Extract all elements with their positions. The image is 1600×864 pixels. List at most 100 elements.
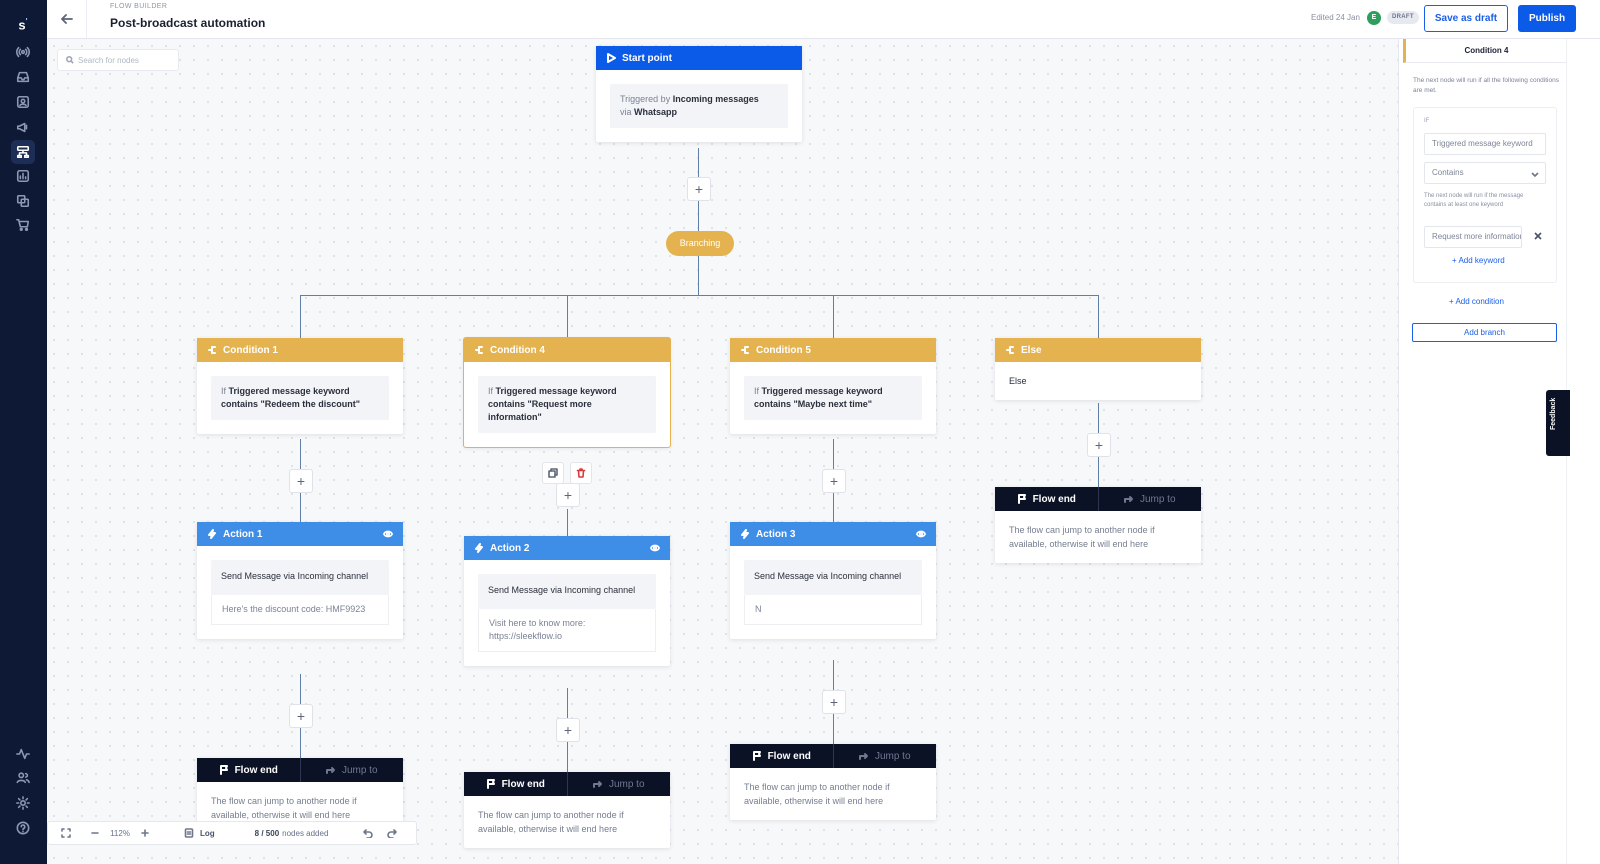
add-node-button[interactable]: + bbox=[687, 177, 711, 201]
action-title: Action 3 bbox=[756, 528, 796, 540]
nav-integrations-icon[interactable] bbox=[11, 189, 35, 213]
branch-icon bbox=[741, 346, 749, 354]
add-node-button[interactable]: + bbox=[556, 718, 580, 742]
branching-node[interactable]: Branching bbox=[666, 231, 734, 256]
flow-end-text: The flow can jump to another node if ava… bbox=[1009, 525, 1155, 549]
redo-icon[interactable] bbox=[380, 828, 404, 838]
flow-end-tab[interactable]: Flow end bbox=[730, 744, 834, 768]
branch-icon bbox=[208, 346, 216, 354]
add-condition-button[interactable]: + Add condition bbox=[1449, 297, 1504, 306]
flow-end-text: The flow can jump to another node if ava… bbox=[744, 782, 890, 806]
eye-icon[interactable] bbox=[916, 529, 926, 539]
nav-commerce-icon[interactable] bbox=[11, 213, 35, 237]
action-3-node[interactable]: Action 3 Send Message via Incoming chann… bbox=[730, 522, 936, 639]
zoom-out-icon[interactable] bbox=[84, 828, 106, 838]
close-icon[interactable] bbox=[1532, 230, 1544, 242]
flow-end-tab[interactable]: Flow end bbox=[464, 772, 568, 796]
condition-field-select[interactable]: Triggered message keyword bbox=[1424, 133, 1546, 155]
else-node[interactable]: Else Else bbox=[995, 338, 1201, 400]
nodes-count-label: nodes added bbox=[282, 828, 329, 838]
condition-rule: If Triggered message keyword contains "R… bbox=[211, 376, 389, 420]
condition-1-node[interactable]: Condition 1 If Triggered message keyword… bbox=[197, 338, 403, 434]
add-node-button[interactable]: + bbox=[289, 704, 313, 728]
flow-end-node[interactable]: Flow end Jump to The flow can jump to an… bbox=[730, 744, 936, 820]
nav-contacts-icon[interactable] bbox=[11, 90, 35, 114]
add-node-button[interactable]: + bbox=[289, 469, 313, 493]
search-nodes-input[interactable]: Search for nodes bbox=[57, 49, 179, 71]
if-label: If bbox=[754, 386, 760, 396]
flow-end-label: Flow end bbox=[501, 778, 545, 790]
delete-node-button[interactable] bbox=[570, 462, 592, 484]
trigger-prefix: Triggered by bbox=[620, 94, 671, 104]
flow-end-node[interactable]: Flow end Jump to The flow can jump to an… bbox=[995, 487, 1201, 563]
add-keyword-button[interactable]: + Add keyword bbox=[1452, 256, 1505, 265]
condition-card: IF Triggered message keyword Contains Th… bbox=[1413, 107, 1557, 283]
feedback-button[interactable]: Feedback bbox=[1546, 390, 1570, 456]
flow-end-label: Flow end bbox=[767, 750, 811, 762]
eye-icon[interactable] bbox=[650, 543, 660, 553]
keyword-input[interactable]: Request more information bbox=[1424, 226, 1522, 248]
condition-rule: If Triggered message keyword contains "R… bbox=[478, 376, 656, 433]
condition-title: Condition 5 bbox=[756, 344, 811, 356]
feedback-label: Feedback bbox=[1550, 397, 1557, 430]
back-arrow-icon[interactable] bbox=[47, 0, 87, 38]
nav-activity-icon[interactable] bbox=[11, 742, 35, 766]
log-button[interactable]: Log bbox=[200, 828, 215, 838]
flow-canvas[interactable]: Search for nodes + + + + + + + + Branchi… bbox=[47, 39, 1398, 864]
canvas-toolbar: 112% Log 8 / 500 nodes added bbox=[47, 821, 417, 845]
jump-to-label: Jump to bbox=[341, 764, 378, 776]
trigger-channel: Whatsapp bbox=[634, 107, 678, 117]
flag-icon bbox=[1017, 494, 1026, 504]
action-header: Action 2 bbox=[464, 536, 670, 560]
add-node-button[interactable]: + bbox=[822, 469, 846, 493]
flow-end-tab[interactable]: Flow end bbox=[197, 758, 301, 782]
nav-flow-builder-icon[interactable] bbox=[11, 140, 35, 164]
undo-icon[interactable] bbox=[356, 828, 380, 838]
duplicate-node-button[interactable] bbox=[542, 462, 564, 484]
nav-analytics-icon[interactable] bbox=[11, 164, 35, 188]
action-1-node[interactable]: Action 1 Send Message via Incoming chann… bbox=[197, 522, 403, 639]
panel-tab[interactable]: Condition 4 bbox=[1403, 39, 1567, 63]
add-node-button[interactable]: + bbox=[1087, 433, 1111, 457]
jump-to-tab[interactable]: Jump to bbox=[1099, 487, 1202, 511]
play-icon bbox=[607, 53, 616, 63]
nav-help-icon[interactable] bbox=[11, 816, 35, 840]
condition-header: Else bbox=[995, 338, 1201, 362]
save-as-draft-button[interactable]: Save as draft bbox=[1424, 5, 1508, 32]
page-title[interactable]: Post-broadcast automation bbox=[110, 16, 266, 30]
action-body: Send Message via Incoming channel bbox=[744, 560, 922, 595]
add-node-button[interactable]: + bbox=[556, 483, 580, 507]
start-point-node[interactable]: Start point Triggered by Incoming messag… bbox=[596, 46, 802, 142]
jump-to-label: Jump to bbox=[1139, 493, 1176, 505]
add-node-button[interactable]: + bbox=[822, 690, 846, 714]
add-branch-button[interactable]: Add branch bbox=[1412, 323, 1557, 342]
nav-inbox-icon[interactable] bbox=[11, 65, 35, 89]
jump-to-tab[interactable]: Jump to bbox=[834, 744, 937, 768]
rule-text: Triggered message keyword contains "Requ… bbox=[488, 386, 617, 422]
jump-icon bbox=[858, 753, 868, 760]
flag-icon bbox=[486, 779, 495, 789]
connector-line bbox=[698, 256, 699, 296]
condition-4-node[interactable]: Condition 4 If Triggered message keyword… bbox=[463, 337, 671, 448]
fit-screen-icon[interactable] bbox=[48, 828, 84, 838]
branch-icon bbox=[475, 346, 483, 354]
trigger-via: via bbox=[620, 107, 632, 117]
flow-end-node[interactable]: Flow end Jump to The flow can jump to an… bbox=[464, 772, 670, 848]
publish-button[interactable]: Publish bbox=[1518, 5, 1576, 32]
jump-to-tab[interactable]: Jump to bbox=[568, 772, 671, 796]
nav-broadcast-icon[interactable] bbox=[11, 40, 35, 64]
nav-campaigns-icon[interactable] bbox=[11, 115, 35, 139]
condition-5-node[interactable]: Condition 5 If Triggered message keyword… bbox=[730, 338, 936, 434]
log-icon[interactable] bbox=[182, 828, 196, 838]
zoom-in-icon[interactable] bbox=[134, 828, 156, 838]
sleekflow-logo[interactable]: s' bbox=[18, 17, 28, 33]
nav-team-icon[interactable] bbox=[11, 766, 35, 790]
jump-to-tab[interactable]: Jump to bbox=[301, 758, 404, 782]
operator-select[interactable]: Contains bbox=[1424, 162, 1546, 184]
condition-title: Condition 4 bbox=[490, 344, 545, 356]
nav-settings-icon[interactable] bbox=[11, 791, 35, 815]
action-2-node[interactable]: Action 2 Send Message via Incoming chann… bbox=[464, 536, 670, 666]
flow-end-tab[interactable]: Flow end bbox=[995, 487, 1099, 511]
eye-icon[interactable] bbox=[383, 529, 393, 539]
panel-edge bbox=[1566, 39, 1600, 864]
